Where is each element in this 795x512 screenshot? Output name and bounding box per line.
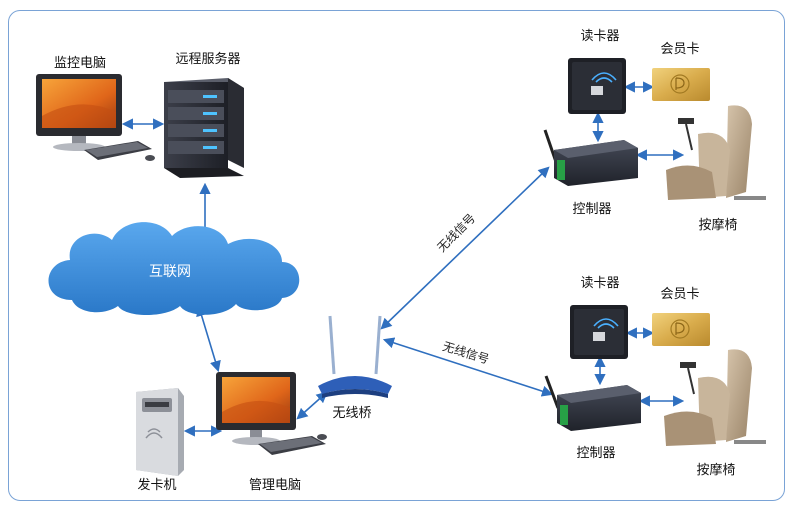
internet-label: 互联网: [149, 264, 191, 280]
controller-icon: [544, 375, 641, 431]
diagram-frame: [8, 10, 785, 501]
card-reader-top-label: 读卡器: [580, 29, 620, 44]
monitor-pc-icon: [36, 74, 155, 161]
member-card-icon: [652, 68, 710, 101]
massage-chair-icon: [666, 105, 766, 200]
cloud-icon: [48, 222, 300, 315]
admin-pc-label: 管理电脑: [248, 478, 302, 493]
server-icon: [164, 78, 244, 178]
wireless-link-top: [380, 166, 550, 330]
controller-top-label: 控制器: [572, 202, 612, 217]
link-internet-adminpc: [196, 304, 221, 373]
monitor-pc-label: 监控电脑: [53, 56, 107, 71]
card-reader-icon: [568, 58, 626, 114]
card-dispenser-icon: [136, 388, 184, 476]
controller-icon: [543, 129, 638, 186]
member-card-icon: [652, 313, 710, 346]
member-card-top-label: 会员卡: [660, 42, 700, 57]
card-reader-icon: [570, 305, 628, 359]
massage-chair-top-label: 按摩椅: [698, 218, 738, 233]
remote-server-label: 远程服务器: [175, 52, 241, 67]
controller-bottom-label: 控制器: [576, 446, 616, 461]
card-dispenser-label: 发卡机: [137, 478, 177, 493]
router-icon: [318, 315, 392, 398]
wireless-bridge-label: 无线桥: [332, 406, 372, 421]
massage-chair-icon: [664, 349, 766, 446]
admin-pc-icon: [216, 372, 327, 455]
wireless-link-bottom: [382, 337, 554, 397]
connection-lines: [121, 81, 685, 437]
member-card-bottom-label: 会员卡: [660, 287, 700, 302]
massage-chair-bottom-label: 按摩椅: [696, 463, 736, 478]
card-reader-bottom-label: 读卡器: [580, 276, 620, 291]
link-adminpc-bridge: [296, 391, 328, 420]
